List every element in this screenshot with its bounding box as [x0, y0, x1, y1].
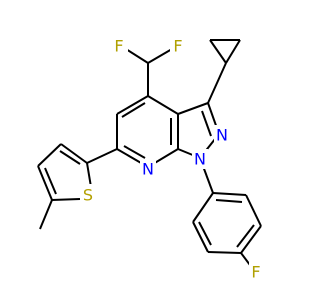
bond-cyclopropyl-c3	[207, 62, 227, 104]
atom-nitrogen-n1: N	[192, 149, 208, 169]
bonds	[37, 39, 262, 266]
atom-sulfur-thiophene: S	[80, 184, 96, 206]
bond-cyclopropyl-c3c1	[225, 39, 241, 64]
bond-th5-methyl	[39, 199, 53, 230]
bond-c3-n2-double	[201, 110, 212, 137]
atom-label-background	[214, 125, 230, 145]
bond-s-th2	[86, 162, 92, 188]
bond-th4-th5-double	[44, 167, 57, 195]
bond-cyclopropyl-c1c2	[209, 39, 227, 64]
atom-symbol: N	[216, 126, 228, 145]
bond-th2-th3-double	[59, 150, 81, 165]
bond-c6-th2	[86, 148, 118, 164]
bond-ph-5-6	[192, 221, 209, 253]
atom-label-background	[249, 262, 265, 282]
bond-th4-th5	[37, 165, 53, 201]
atom-nitrogen-pyrazole: N	[214, 125, 230, 145]
atom-labels: F F N N N S F	[80, 36, 265, 282]
chemical-structure: F F N N N S F	[37, 36, 265, 282]
atom-symbol: F	[251, 263, 260, 282]
bond-ph-4-f	[240, 252, 251, 266]
bond-c3a-c4	[147, 95, 179, 115]
atom-label-background	[170, 36, 186, 56]
atom-symbol: F	[114, 37, 123, 56]
atom-symbol: F	[173, 37, 182, 56]
bond-ph-3-4-double	[236, 224, 255, 248]
atom-nitrogen-pyridine: N	[140, 159, 156, 179]
bond-ph-3-4	[240, 225, 262, 254]
bond-th2-th3	[60, 143, 88, 164]
bond-ph-1-2-double	[215, 199, 243, 203]
atom-label-background	[192, 149, 208, 169]
bond-ph-4-5	[207, 251, 242, 254]
atom-symbol: N	[194, 150, 206, 169]
atom-label-background	[112, 36, 128, 56]
bond-c4-c5-double	[121, 102, 146, 118]
bond-chf2-fright	[147, 48, 173, 64]
bond-th5-s	[51, 198, 81, 201]
bond-ph-6-1	[192, 192, 214, 223]
atom-fluorine-top-right: F	[170, 36, 186, 56]
bond-c3a-c3	[177, 102, 209, 115]
atom-symbol: N	[142, 160, 154, 179]
atom-fluorine-phenyl: F	[249, 262, 265, 282]
atom-label-background	[140, 159, 156, 179]
bond-chf2-fleft	[125, 48, 149, 64]
bond-th3-th4	[37, 143, 62, 167]
atom-symbol: S	[83, 186, 93, 205]
bond-ph-2-3	[245, 194, 262, 227]
atom-label-background	[80, 184, 96, 206]
bond-c4-c5	[116, 95, 149, 115]
bond-ph-1-2	[212, 192, 247, 196]
atom-fluorine-top-left: F	[112, 36, 128, 56]
bond-ph-5-6-double	[198, 221, 212, 246]
bond-c6-n7-double	[123, 145, 146, 159]
